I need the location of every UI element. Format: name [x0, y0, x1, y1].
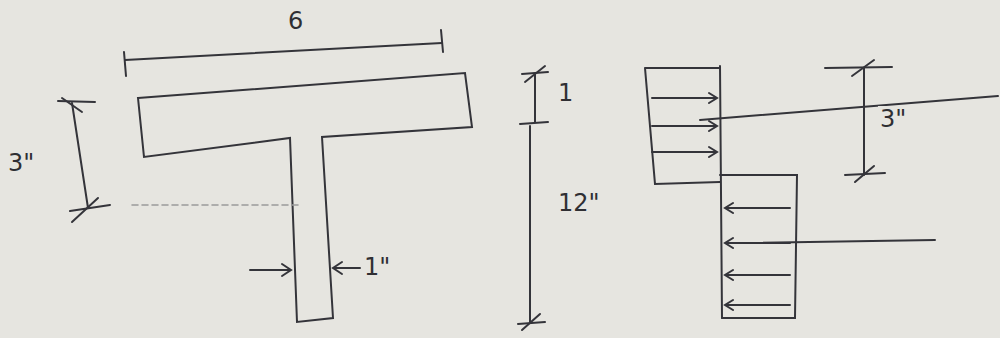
stress-arrow: [652, 121, 717, 131]
dimension-line: [863, 68, 865, 175]
stress-block: [720, 175, 797, 318]
dimension-tick: [852, 60, 874, 76]
dimension-tick: [522, 314, 540, 330]
dimension-tick: [58, 101, 95, 102]
dimension-line: [529, 126, 531, 322]
dimension-tick: [62, 98, 82, 112]
dimension-tick: [825, 67, 892, 68]
stress-block: [645, 68, 720, 184]
dimension-line: [534, 74, 536, 122]
arrowhead: [282, 264, 291, 276]
dimension-line: [125, 43, 442, 60]
stress-arrow: [652, 93, 717, 103]
dimension-label: 6: [286, 8, 305, 34]
dimension-label: 1": [362, 254, 392, 280]
arrowhead: [333, 262, 342, 274]
dimension-label: 1: [556, 80, 575, 106]
stress-arrow: [652, 147, 717, 157]
neutral-axis-line: [132, 204, 300, 206]
dimension-tick: [441, 30, 443, 52]
dimension-arrow: [250, 269, 290, 271]
dimension-tick: [124, 52, 126, 76]
dimension-arrow: [334, 267, 360, 269]
leader-line: [700, 96, 998, 120]
leader-line: [740, 240, 935, 243]
dimension-tick: [520, 122, 548, 124]
dimension-label: 12": [556, 190, 602, 216]
dimension-tick: [855, 166, 874, 182]
dimension-tick: [525, 66, 545, 82]
stress-axis: [720, 66, 722, 318]
stress-arrow: [725, 270, 790, 280]
stress-arrow: [725, 300, 790, 310]
stress-arrow: [725, 203, 790, 213]
stress-diagram: [645, 60, 998, 318]
dimension-tick: [72, 198, 98, 222]
dimension-line: [72, 103, 88, 208]
dimension-label: 3": [6, 150, 36, 176]
t-section-outline: [138, 73, 472, 322]
dimension-label: 3": [878, 106, 908, 132]
